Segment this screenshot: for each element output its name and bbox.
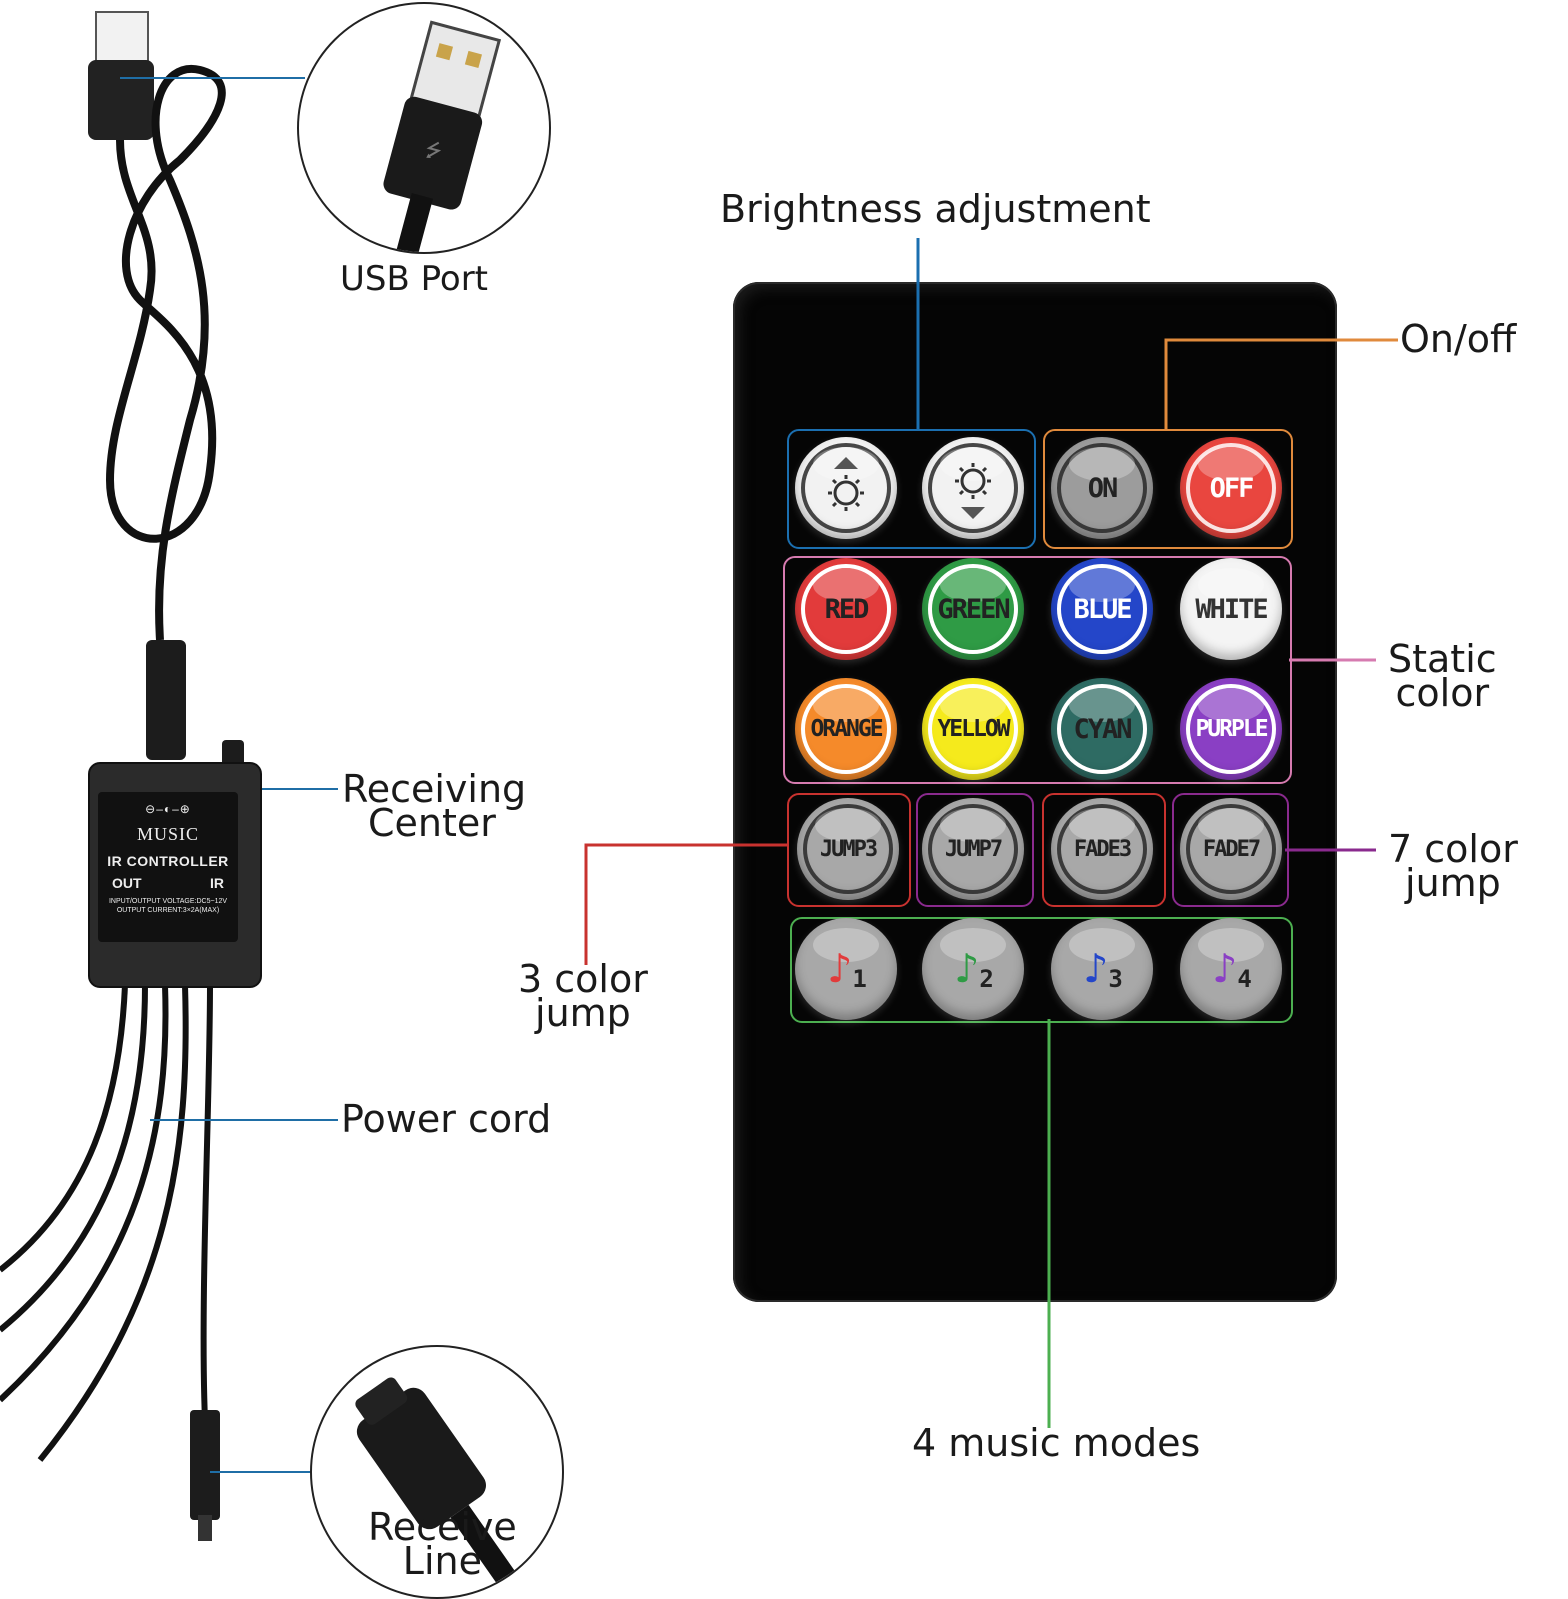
music-group-frame: [790, 917, 1293, 1023]
label-music-modes: 4 music modes: [912, 1421, 1201, 1465]
jump7-frame: [916, 793, 1034, 907]
white-button-label: WHITE: [1195, 593, 1268, 625]
blue-button-label: BLUE: [1073, 593, 1132, 625]
music-note-icon: ♪: [954, 944, 979, 993]
music-mode-3-label: 3: [1108, 965, 1123, 993]
fade3-frame: [1042, 793, 1166, 907]
controller-spec-current: OUTPUT CURRENT:3×2A(MAX): [116, 907, 220, 914]
purple-button[interactable]: PURPLE: [1180, 678, 1282, 780]
jump3-button-label: JUMP3: [819, 836, 878, 862]
label-receiving-center-line1: Receiving: [342, 767, 527, 811]
label-on-off: On/off: [1400, 317, 1517, 361]
white-button[interactable]: WHITE: [1180, 558, 1282, 660]
controller-latch: [222, 740, 244, 766]
on-button-label: ON: [1087, 472, 1118, 504]
label-brightness-adjustment: Brightness adjustment: [720, 187, 1151, 231]
cyan-button[interactable]: CYAN: [1051, 678, 1153, 780]
cable-illustration: [0, 11, 355, 1541]
orange-button[interactable]: ORANGE: [795, 678, 897, 780]
music-note-icon: ♪: [827, 944, 852, 993]
usb-plug-metal: [95, 11, 149, 63]
music-mode-2-label: 2: [979, 965, 994, 993]
jump7-button-label: JUMP7: [944, 836, 1003, 862]
label-usb-port: USB Port: [340, 259, 489, 299]
brightness-down-button[interactable]: [922, 437, 1024, 539]
music-note-icon: ♪: [1212, 944, 1237, 993]
off-button[interactable]: OFF: [1180, 437, 1282, 539]
label-seven-color-jump-line2: jump: [1405, 861, 1501, 905]
usb-plug-body: [88, 60, 154, 140]
onoff-group-frame: [1043, 429, 1293, 549]
music-mode-3-button[interactable]: ♪3: [1051, 918, 1153, 1020]
receive-line-photo: [310, 1345, 564, 1599]
label-three-color-jump-line1: 3 color: [518, 957, 648, 1001]
music-mode-1-label: 1: [852, 965, 867, 993]
jump7-button[interactable]: JUMP7: [922, 798, 1024, 900]
label-power-cord: Power cord: [341, 1097, 552, 1141]
receive-wire: [200, 984, 213, 1421]
power-wire-1: [0, 984, 128, 1273]
controller-spec-voltage: INPUT/OUTPUT VOLTAGE:DC5~12V: [108, 898, 228, 905]
on-button[interactable]: ON: [1051, 437, 1153, 539]
power-wire-4: [37, 984, 189, 1462]
label-three-color-jump-line2: jump: [535, 991, 631, 1035]
green-button[interactable]: GREEN: [922, 558, 1024, 660]
brightness-up-button[interactable]: [795, 437, 897, 539]
controller-title: IR CONTROLLER: [107, 853, 229, 869]
receive-connector: [190, 1410, 220, 1520]
barrel-plug: [146, 640, 186, 760]
yellow-button-label: YELLOW: [937, 716, 1010, 742]
fade3-button-label: FADE3: [1073, 836, 1132, 862]
jump3-button[interactable]: JUMP3: [797, 798, 899, 900]
label-receive-line-line1: Receive: [368, 1505, 517, 1549]
label-receiving-center-line2: Center: [368, 801, 496, 845]
music-note-icon: ♪: [1083, 944, 1108, 993]
label-receive-line-line2: Line: [402, 1539, 482, 1583]
receive-tip: [198, 1515, 212, 1541]
usb-cable: [105, 64, 226, 641]
yellow-button[interactable]: YELLOW: [922, 678, 1024, 780]
fade7-button-label: FADE7: [1202, 836, 1261, 862]
music-mode-2-button[interactable]: ♪2: [922, 918, 1024, 1020]
label-seven-color-jump: 7 color jump: [1388, 827, 1518, 905]
green-button-label: GREEN: [937, 593, 1010, 625]
label-receiving-center: Receiving Center: [342, 767, 527, 845]
static-color-group-frame: [783, 556, 1292, 784]
music-mode-4-button[interactable]: ♪4: [1180, 918, 1282, 1020]
red-button-label: RED: [824, 593, 870, 625]
label-static-color: Static color: [1388, 637, 1497, 715]
orange-button-label: ORANGE: [810, 716, 883, 742]
brightness-group-frame: [787, 429, 1036, 549]
ir-controller-face: ⊖–◐–⊕ MUSIC IR CONTROLLER OUT IR INPUT/O…: [98, 792, 238, 942]
ir-controller-box: ⊖–◐–⊕ MUSIC IR CONTROLLER OUT IR INPUT/O…: [88, 762, 262, 988]
label-three-color-jump: 3 color jump: [518, 957, 648, 1035]
cyan-button-label: CYAN: [1073, 713, 1132, 745]
controller-brand: MUSIC: [136, 824, 199, 844]
off-button-label: OFF: [1209, 472, 1255, 504]
svg-text:⭍: ⭍: [422, 136, 444, 163]
controller-ir-label: IR: [210, 875, 224, 891]
jump3-frame: [787, 793, 911, 907]
fade7-button[interactable]: FADE7: [1180, 798, 1282, 900]
power-wire-3: [0, 984, 169, 1403]
label-seven-color-jump-line1: 7 color: [1388, 827, 1518, 871]
blue-button[interactable]: BLUE: [1051, 558, 1153, 660]
polarity-symbol: ⊖–◐–⊕: [145, 802, 191, 816]
music-mode-1-button[interactable]: ♪1: [795, 918, 897, 1020]
fade3-button[interactable]: FADE3: [1051, 798, 1153, 900]
power-wire-2: [0, 984, 148, 1333]
controller-out-label: OUT: [112, 875, 142, 891]
label-static-color-line1: Static: [1388, 637, 1497, 681]
usb-port-photo: ⭍: [297, 2, 551, 254]
music-mode-4-label: 4: [1237, 965, 1252, 993]
label-static-color-line2: color: [1395, 671, 1490, 715]
purple-button-label: PURPLE: [1195, 716, 1268, 742]
red-button[interactable]: RED: [795, 558, 897, 660]
